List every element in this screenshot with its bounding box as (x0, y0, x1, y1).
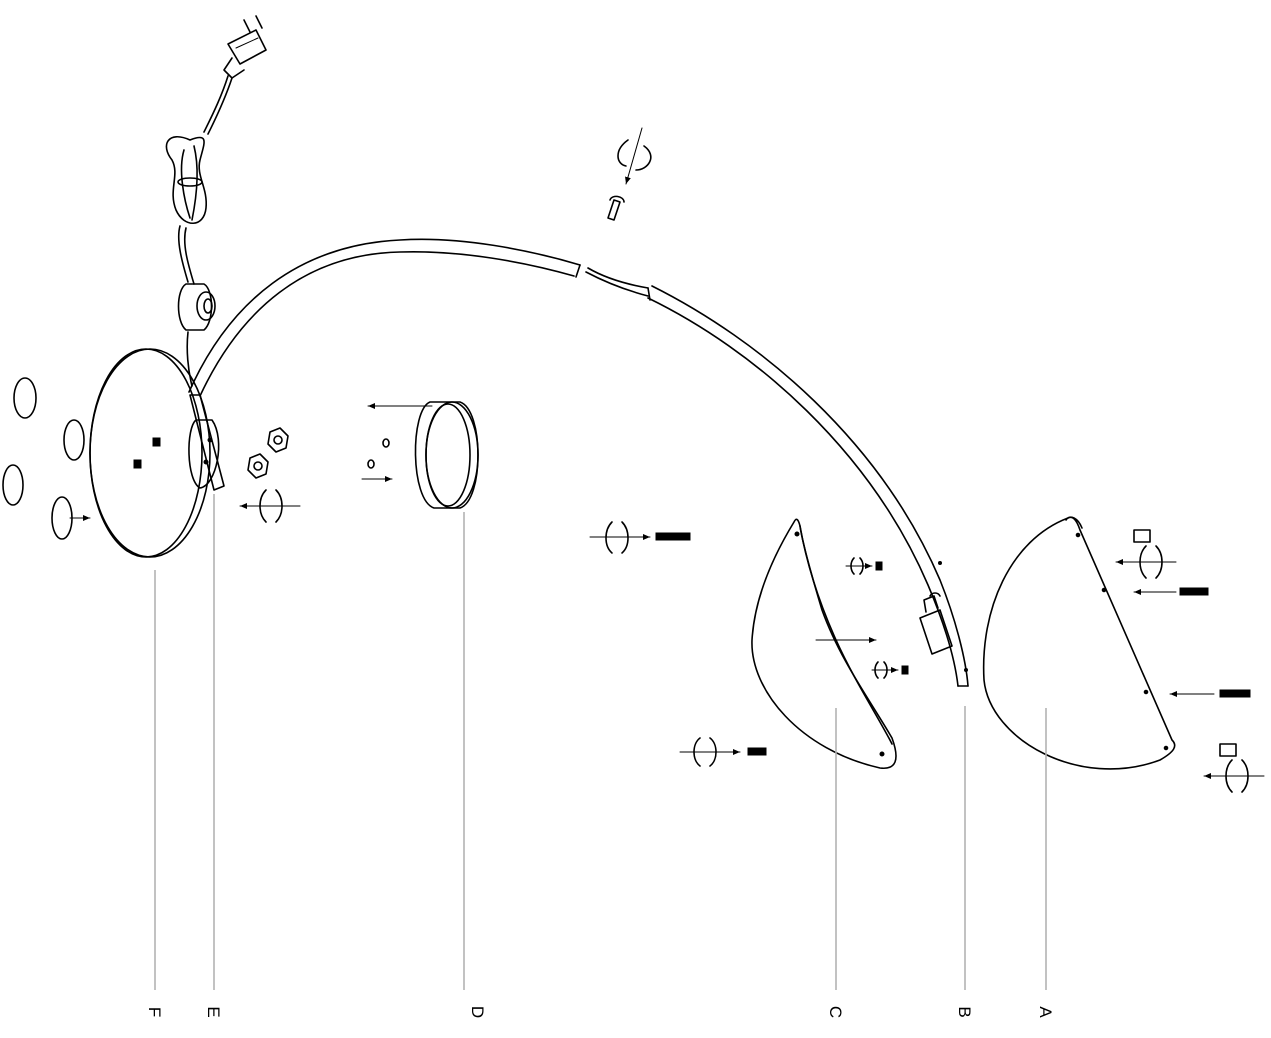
power-cord (165, 75, 233, 285)
canopy-D (361, 401, 479, 509)
shade-half-C (751, 518, 897, 769)
label-C: C (826, 1006, 845, 1018)
felt-pads (2, 377, 91, 540)
screws-A (1115, 529, 1265, 793)
mount-bracket-E (188, 394, 301, 523)
label-E: E (204, 1006, 223, 1017)
label-A: A (1036, 1006, 1055, 1018)
inline-switch (177, 283, 216, 387)
screws-C (589, 521, 909, 767)
leader-lines (154, 494, 1047, 990)
top-screw (607, 127, 652, 221)
label-B: B (955, 1006, 974, 1017)
label-F: F (145, 1007, 164, 1017)
power-plug (223, 15, 267, 79)
lamp-socket (919, 592, 953, 655)
arc-arm (188, 238, 969, 687)
base-plate-F (89, 348, 211, 558)
shade-half-A (982, 516, 1176, 770)
part-labels: F E D C B A (145, 1006, 1055, 1018)
hex-nuts (247, 427, 289, 479)
label-D: D (468, 1006, 487, 1018)
